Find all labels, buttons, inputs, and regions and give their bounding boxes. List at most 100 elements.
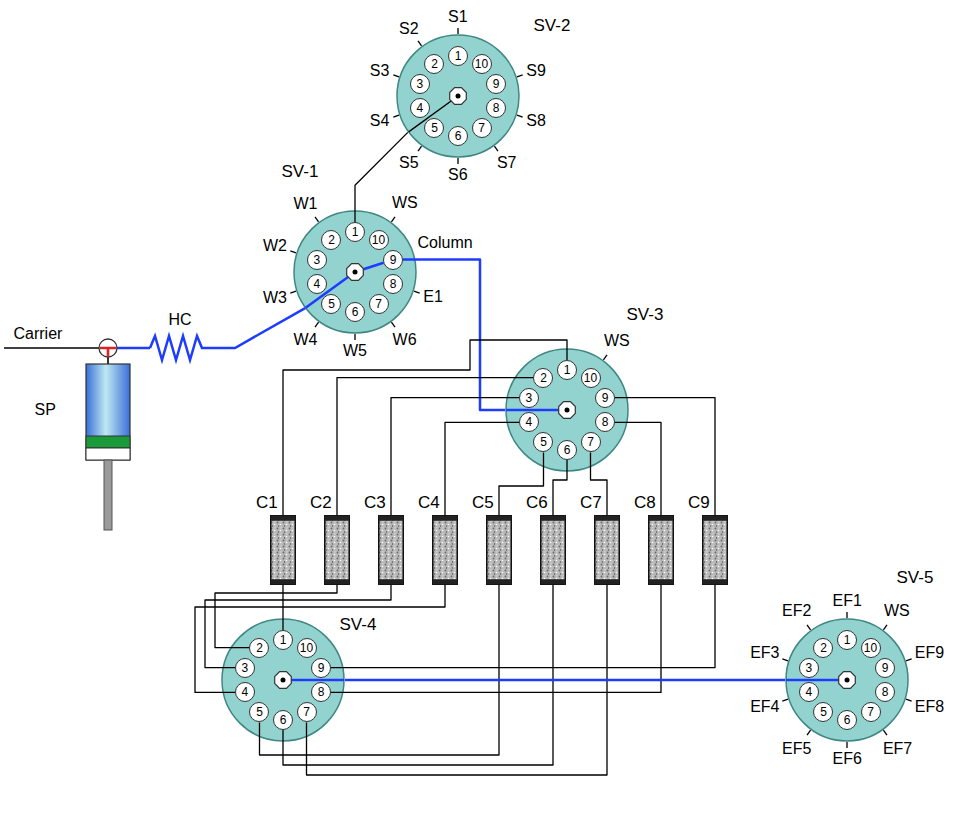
port-number: 1 xyxy=(455,50,462,62)
port-number: 10 xyxy=(372,234,385,246)
valve-port: 1 xyxy=(345,222,365,242)
column-cap xyxy=(325,579,350,584)
column-body xyxy=(324,515,350,585)
valve-hub xyxy=(559,402,576,419)
port-label: EF1 xyxy=(833,592,862,610)
rotor-channel xyxy=(786,679,847,682)
label-tick xyxy=(315,217,319,222)
hub-dot xyxy=(565,408,570,413)
label-tick xyxy=(807,625,811,630)
valve-port: 6 xyxy=(448,126,468,146)
port-number: 7 xyxy=(587,436,594,448)
port-label: EF9 xyxy=(915,644,944,662)
label-tick xyxy=(846,742,847,748)
port-number: 5 xyxy=(328,298,335,310)
port-number: 4 xyxy=(526,416,533,428)
port-number: 6 xyxy=(352,306,359,318)
port-number: 8 xyxy=(318,686,325,698)
label-tick xyxy=(457,28,458,34)
column-cartridge: C8 xyxy=(648,515,674,585)
column-body xyxy=(432,515,458,585)
port-number: 2 xyxy=(328,234,335,246)
port-number: 10 xyxy=(300,642,313,654)
label-tick xyxy=(782,699,788,701)
valve-disc xyxy=(397,35,519,157)
column-cartridge: C6 xyxy=(540,515,566,585)
hub-dot xyxy=(281,678,286,683)
column-cap xyxy=(433,579,458,584)
port-number: 2 xyxy=(431,58,438,70)
valve-port: 2 xyxy=(321,230,341,250)
valve-port: 9 xyxy=(383,250,403,270)
port-number: 9 xyxy=(318,662,325,674)
column-cap xyxy=(379,579,404,584)
port-label: HC xyxy=(169,311,192,329)
valve-port: 10 xyxy=(861,638,881,658)
label-tick xyxy=(315,322,319,327)
port-label: S5 xyxy=(399,154,419,172)
tubing-line xyxy=(591,452,608,515)
port-number: 7 xyxy=(867,706,874,718)
valve-port: 7 xyxy=(369,294,389,314)
valve-port: 3 xyxy=(410,74,430,94)
port-number: 3 xyxy=(242,662,249,674)
valve-port: 6 xyxy=(837,710,857,730)
port-label: W5 xyxy=(343,342,367,360)
column-packing xyxy=(649,516,674,585)
column-cap xyxy=(541,579,566,584)
port-label: S4 xyxy=(370,112,390,130)
tubing-line xyxy=(445,422,519,515)
valve-hub xyxy=(839,672,856,689)
valve-label: SV-2 xyxy=(534,16,571,36)
column-cap xyxy=(487,516,512,521)
valve-disc xyxy=(294,211,416,333)
column-cap xyxy=(703,516,728,521)
column-packing xyxy=(703,516,728,585)
valve-port: 10 xyxy=(472,54,492,74)
label-tick xyxy=(290,291,296,293)
valve-port: 6 xyxy=(273,710,293,730)
column-packing xyxy=(379,516,404,585)
label-tick xyxy=(883,730,887,735)
column-label: C8 xyxy=(634,493,656,513)
rotor-channel xyxy=(283,679,344,682)
valve-port: 1 xyxy=(448,46,468,66)
port-label: WS xyxy=(392,194,418,212)
tubing-line xyxy=(355,132,408,222)
port-number: 1 xyxy=(352,226,359,238)
port-number: 9 xyxy=(390,254,397,266)
column-cap xyxy=(487,579,512,584)
column-label: C5 xyxy=(472,493,494,513)
hub-dot xyxy=(456,94,461,99)
label-tick xyxy=(906,699,912,701)
port-label: S1 xyxy=(448,8,468,26)
port-label: S6 xyxy=(448,166,468,184)
column-body xyxy=(702,515,728,585)
valve-port: 1 xyxy=(837,630,857,650)
valve-port: 7 xyxy=(581,432,601,452)
port-number: 3 xyxy=(806,662,813,674)
port-number: 3 xyxy=(526,392,533,404)
valve-label: SV-4 xyxy=(340,615,377,635)
port-label: S2 xyxy=(399,20,419,38)
port-label: EF2 xyxy=(782,602,811,620)
port-number: 10 xyxy=(475,58,488,70)
tubing-line xyxy=(337,378,534,515)
port-number: 9 xyxy=(602,392,609,404)
port-label: E1 xyxy=(423,288,443,306)
syringe-bottom xyxy=(86,448,130,460)
label-ticks xyxy=(290,28,911,748)
selection-valve: SV-412345678910 xyxy=(221,618,345,742)
valve-label: SV-5 xyxy=(897,568,934,588)
column-body xyxy=(486,515,512,585)
tubing-line xyxy=(195,585,445,692)
valve-port: 2 xyxy=(249,638,269,658)
port-number: 3 xyxy=(417,78,424,90)
valve-port: 7 xyxy=(297,702,317,722)
port-label: S9 xyxy=(526,62,546,80)
port-label: WS xyxy=(884,602,910,620)
valve-port: 9 xyxy=(875,658,895,678)
column-cartridge: C1 xyxy=(270,515,296,585)
port-number: 10 xyxy=(864,642,877,654)
port-number: 8 xyxy=(602,416,609,428)
